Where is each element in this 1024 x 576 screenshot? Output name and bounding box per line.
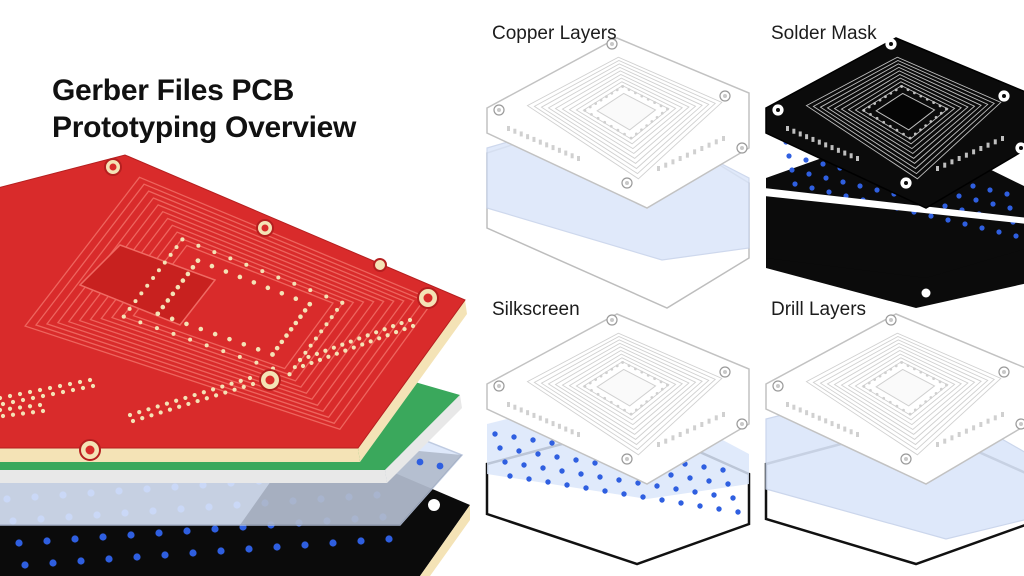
mounting-hole	[428, 499, 440, 511]
drill-layers-panel	[764, 313, 1024, 566]
solder-mask-label: Solder Mask	[771, 23, 877, 44]
copper-layers-panel	[486, 37, 750, 309]
red-top-board	[0, 154, 467, 462]
solder-pads	[0, 237, 416, 424]
title-line-1: Gerber Files PCB	[52, 74, 294, 107]
mounting-holes	[79, 158, 439, 461]
exploded-pcb-stack	[0, 154, 470, 576]
title-line-2: Prototyping Overview	[52, 111, 357, 144]
page-title: Gerber Files PCB Prototyping Overview	[52, 72, 412, 146]
copper-layers-label: Copper Layers	[492, 23, 617, 44]
silkscreen-label: Silkscreen	[492, 299, 580, 320]
solder-mask-panel	[764, 37, 1024, 308]
drill-layers-label: Drill Layers	[771, 299, 867, 320]
silkscreen-panel	[485, 313, 751, 566]
